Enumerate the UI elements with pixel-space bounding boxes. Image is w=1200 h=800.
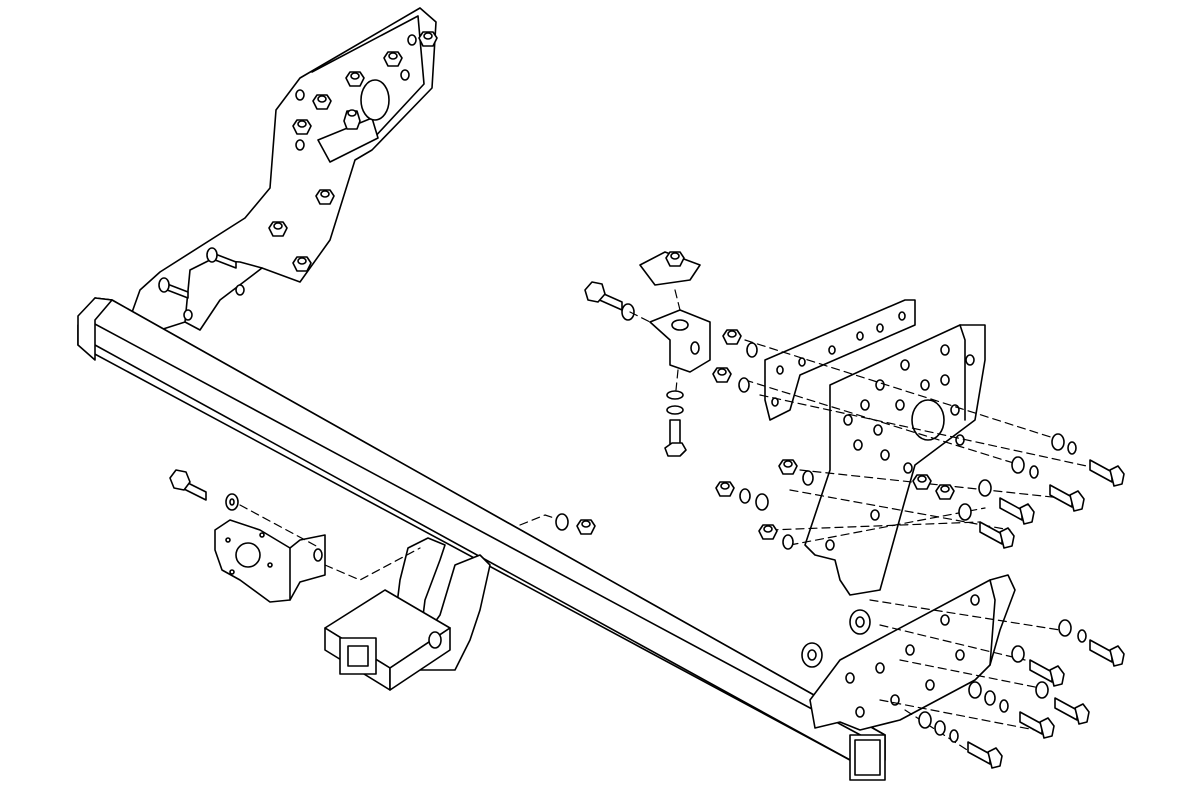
upper-bolt-set-3	[912, 474, 1035, 525]
right-side-plate-upper	[804, 324, 986, 596]
upper-plate-holes	[825, 344, 975, 551]
upper-plate-body	[804, 324, 986, 596]
left-bracket-inner-edge	[311, 15, 425, 141]
crossbar-end-cap-inner	[854, 739, 881, 776]
left-bracket-holes	[183, 34, 417, 321]
top-clamp-plate	[639, 251, 701, 286]
lower-bolt-set-1	[1058, 619, 1125, 667]
right-hardware	[555, 329, 1125, 769]
crossbar-side-line	[94, 344, 851, 761]
lower-bolt-set-4	[968, 681, 1055, 739]
receiver-pin-hole	[428, 631, 442, 649]
upper-bolt-set-4	[958, 503, 1015, 549]
electrical-socket-bracket	[214, 519, 326, 603]
main-crossbar	[77, 297, 886, 781]
angle-bracket-hole	[671, 319, 689, 331]
socket-bracket-center-hole	[235, 542, 261, 568]
angle-bracket-assembly	[584, 251, 711, 457]
upper-bolt-set-1	[1051, 433, 1125, 487]
socket-bracket-small-holes	[225, 532, 273, 575]
lower-plate-holes	[845, 594, 980, 718]
lower-plate-spacers	[801, 609, 871, 668]
left-frame-bracket	[124, 7, 438, 333]
angle-bracket-side-hole	[690, 341, 700, 355]
left-bracket-nuts	[268, 31, 438, 272]
top-clamp-nut	[665, 251, 685, 267]
lower-bolt-set-3	[1035, 681, 1090, 725]
socket-bracket-plate	[214, 519, 326, 603]
socket-bracket-hole	[313, 548, 323, 562]
lower-plate-edge	[989, 579, 996, 666]
upper-bolt-set-2	[1011, 456, 1085, 512]
strip-bar-holes	[771, 311, 906, 407]
crossbar-end-cap	[849, 734, 886, 781]
left-bracket-flange	[184, 267, 263, 331]
lower-bolt-set-2	[1011, 645, 1065, 687]
angle-bracket-body	[649, 309, 711, 373]
right-side-plate-lower	[801, 574, 1016, 731]
upper-plate-edge	[959, 324, 966, 421]
right-strip-bar	[764, 299, 916, 421]
receiver-opening-inner	[347, 645, 369, 667]
hitch-receiver	[324, 537, 491, 691]
socket-bolt	[169, 469, 239, 511]
left-bracket-studs	[158, 247, 237, 299]
lower-bolt-set-5	[918, 711, 1003, 769]
crossbar-left-end	[77, 297, 113, 361]
